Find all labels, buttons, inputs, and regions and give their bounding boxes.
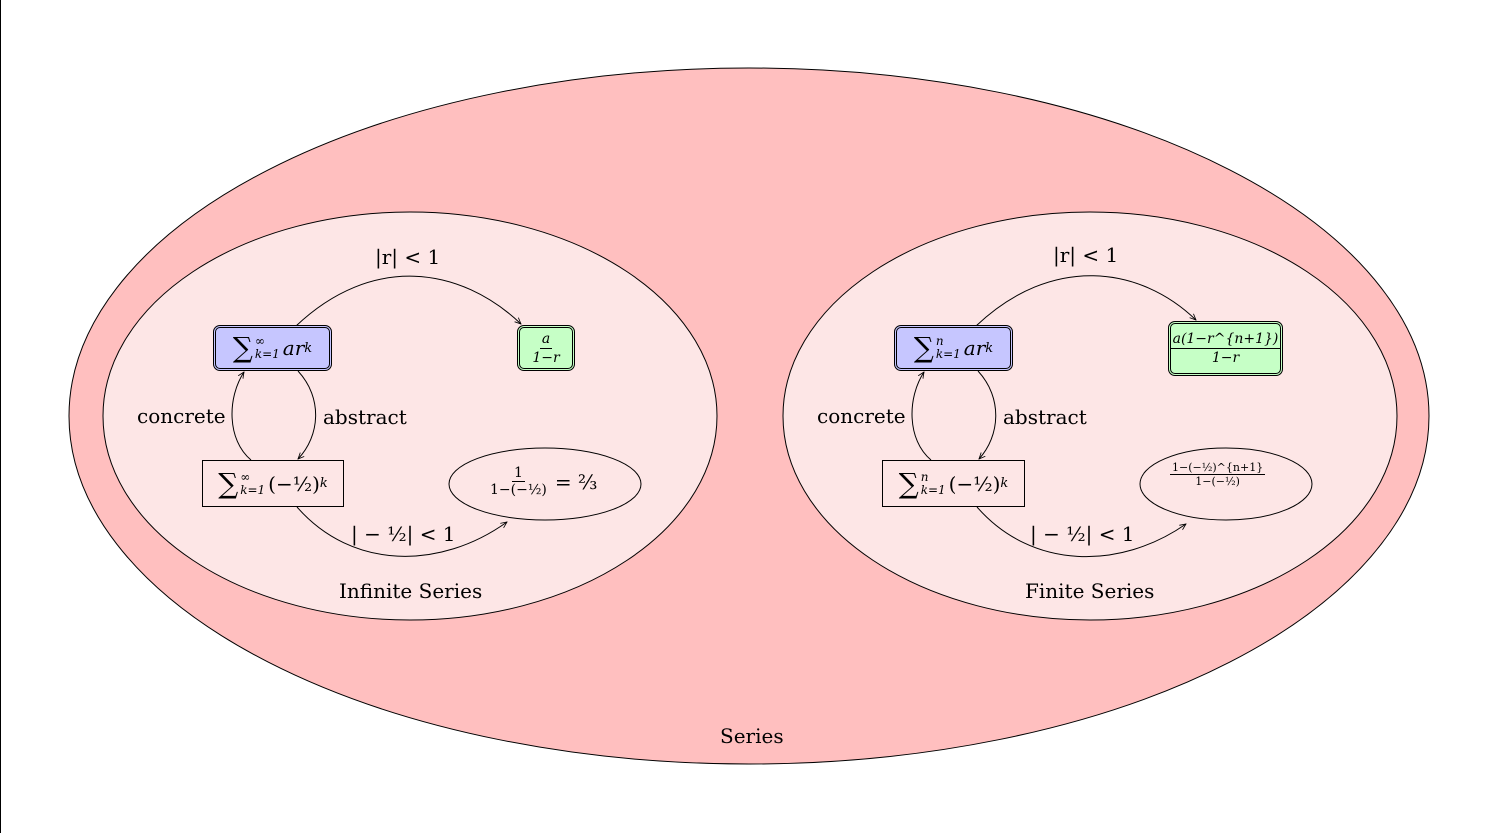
finite-edge-abstract-label: abstract [1003,405,1087,429]
sum-lower: k=1 [935,347,961,361]
sum-symbol: ∑ [232,331,253,364]
frac-denominator: 1−(−½) [1195,475,1240,488]
infinite-eval-label: 1 1−(−½) = ⅔ [488,466,597,497]
frac-denominator: 1−(−½) [490,482,547,498]
finite-concrete-node: ∑ n k=1 (−½)k [882,460,1025,507]
sum-lower: k=1 [920,482,946,497]
sum-term: ar [282,336,305,360]
infinite-edge-concrete [231,372,252,461]
frac-denominator: 1−r [532,349,560,366]
sum-symbol: ∑ [898,466,919,500]
sum-exponent: k [985,340,994,356]
sum-upper: n [935,334,944,349]
sum-symbol: ∑ [218,466,239,500]
finite-cond-top: |r| < 1 [1053,243,1119,267]
frac-numerator: a(1−r^{n+1}) [1170,331,1281,349]
sum-exponent: k [319,476,328,491]
frac-numerator: 1 [511,465,525,482]
frac-numerator: 1−(−½)^{n+1} [1170,461,1266,475]
sum-symbol: ∑ [913,331,934,364]
finite-edge-bottom [976,506,1186,558]
sum-exponent: k [1000,476,1009,491]
series-label: Series [720,724,784,748]
finite-result-node: a(1−r^{n+1}) 1−r [1168,321,1283,376]
sum-upper: n [920,469,929,484]
infinite-edge-bottom [296,506,507,557]
infinite-result-node: a 1−r [517,325,575,371]
sum-exponent: k [304,340,313,356]
finite-series-label: Finite Series [1025,579,1155,603]
finite-edge-top [975,275,1196,327]
sum-term: ar [963,336,986,360]
frac-numerator: a [539,330,553,349]
finite-eval-label: 1−(−½)^{n+1} 1−(−½) [1170,461,1266,488]
finite-edge-concrete-label: concrete [817,404,906,428]
infinite-cond-top: |r| < 1 [375,245,441,269]
infinite-edge-concrete-label: concrete [137,404,226,428]
infinite-edge-abstract-label: abstract [323,405,407,429]
sum-term: (−½) [268,471,320,496]
infinite-series-label: Infinite Series [339,579,483,603]
infinite-edge-abstract [298,370,317,459]
frac-denominator: 1−r [1211,350,1240,366]
finite-edge-concrete [911,372,932,461]
infinite-concrete-node: ∑ ∞ k=1 (−½)k [202,460,344,507]
finite-eval-ellipse [1139,447,1313,521]
finite-cond-bottom: | − ½| < 1 [1030,522,1135,546]
infinite-cond-bottom: | − ½| < 1 [351,522,456,546]
page-frame-line [0,0,1,833]
sum-term: (−½) [948,471,1001,496]
sum-upper: ∞ [240,469,251,484]
eval-rhs: = ⅔ [554,469,598,494]
sum-upper: ∞ [254,334,265,349]
infinite-eval-ellipse [448,447,642,521]
infinite-edge-top [295,275,521,327]
sum-lower: k=1 [254,347,280,361]
sum-lower: k=1 [240,482,266,497]
finite-edge-abstract [977,370,997,459]
